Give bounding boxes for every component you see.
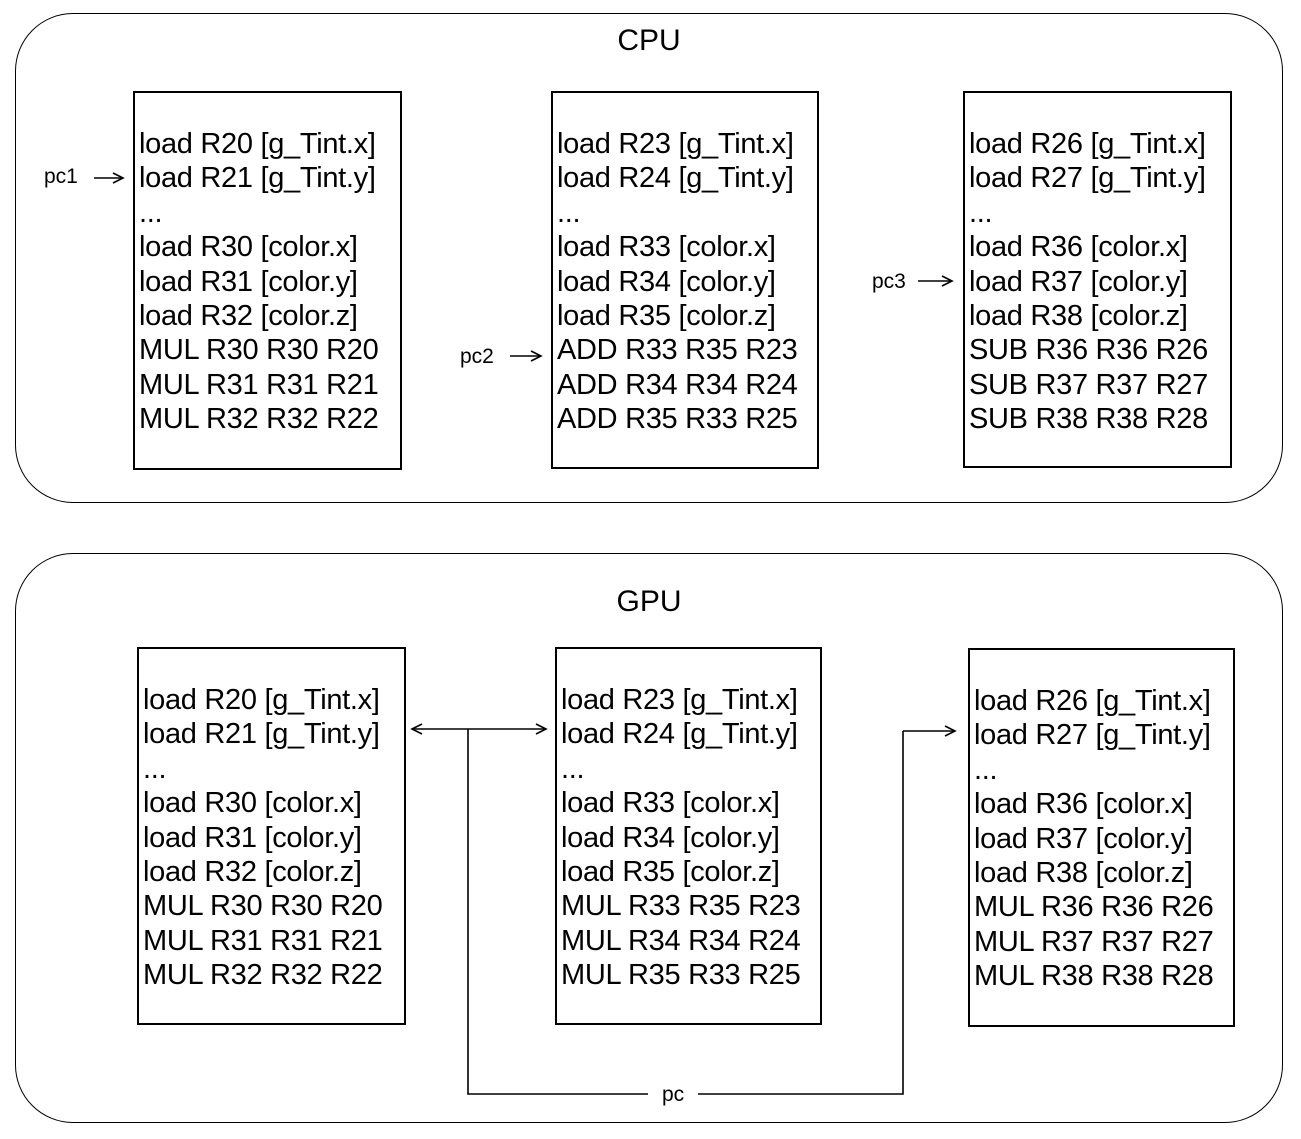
instruction-line: load R32 [color.z] — [143, 856, 362, 889]
gpu-instruction-box-1: load R20 [g_Tint.x] load R21 [g_Tint.y] … — [137, 647, 406, 1025]
instruction-line: load R31 [color.y] — [139, 265, 358, 298]
pc3-label: pc3 — [872, 270, 906, 293]
instruction-line: ADD R35 R33 R25 — [557, 403, 798, 436]
instruction-line: ... — [139, 196, 163, 229]
cpu-instruction-box-2: load R23 [g_Tint.x] load R24 [g_Tint.y] … — [551, 91, 819, 469]
instruction-line: MUL R35 R33 R25 — [561, 959, 801, 992]
instruction-line: load R24 [g_Tint.y] — [557, 162, 794, 195]
instruction-line: MUL R31 R31 R21 — [143, 924, 383, 957]
instruction-line: load R36 [color.x] — [974, 788, 1193, 821]
gpu-container — [15, 553, 1283, 1123]
instruction-line: load R33 [color.x] — [561, 787, 780, 820]
instruction-line: load R20 [g_Tint.x] — [143, 684, 380, 716]
pc2-label: pc2 — [460, 345, 494, 368]
cpu-instruction-box-1: load R20 [g_Tint.x] load R21 [g_Tint.y] … — [133, 91, 402, 470]
instruction-line: MUL R38 R38 R28 — [974, 960, 1214, 993]
instruction-line: MUL R36 R36 R26 — [974, 891, 1214, 924]
cpu-section-title: CPU — [617, 24, 681, 57]
instruction-line: ... — [969, 196, 993, 229]
instruction-line: load R30 [color.x] — [143, 787, 362, 820]
instruction-line: ... — [974, 753, 998, 786]
instruction-line: load R34 [color.y] — [561, 821, 780, 854]
instruction-line: load R37 [color.y] — [969, 265, 1188, 298]
instruction-line: SUB R36 R36 R26 — [969, 334, 1208, 367]
instruction-line: SUB R38 R38 R28 — [969, 403, 1208, 436]
instruction-line: ... — [143, 752, 167, 785]
instruction-line: MUL R34 R34 R24 — [561, 924, 801, 957]
instruction-line: ADD R34 R34 R24 — [557, 368, 798, 401]
instruction-line: load R24 [g_Tint.y] — [561, 718, 798, 751]
gpu-instruction-box-3: load R26 [g_Tint.x] load R27 [g_Tint.y] … — [968, 648, 1235, 1027]
instruction-line: load R27 [g_Tint.y] — [974, 719, 1211, 752]
instruction-line: ... — [561, 752, 585, 785]
instruction-line: ADD R33 R35 R23 — [557, 334, 798, 367]
gpu-section-title: GPU — [616, 585, 682, 618]
instruction-line: load R21 [g_Tint.y] — [139, 162, 376, 195]
instruction-line: load R26 [g_Tint.x] — [974, 685, 1211, 717]
cpu-instruction-box-3: load R26 [g_Tint.x] load R27 [g_Tint.y] … — [963, 91, 1232, 468]
instruction-line: load R31 [color.y] — [143, 821, 362, 854]
instruction-line: MUL R30 R30 R20 — [139, 334, 379, 367]
instruction-line: MUL R31 R31 R21 — [139, 368, 379, 401]
instruction-line: load R23 [g_Tint.x] — [561, 684, 798, 716]
instruction-line: load R33 [color.x] — [557, 231, 776, 264]
instruction-line: load R35 [color.z] — [561, 856, 780, 889]
instruction-line: load R21 [g_Tint.y] — [143, 718, 380, 751]
instruction-line: load R23 [g_Tint.x] — [557, 128, 794, 160]
instruction-line: load R35 [color.z] — [557, 300, 776, 333]
cpu-container — [15, 13, 1283, 503]
instruction-line: MUL R33 R35 R23 — [561, 890, 801, 923]
gpu-instruction-box-2: load R23 [g_Tint.x] load R24 [g_Tint.y] … — [555, 647, 822, 1025]
instruction-line: load R27 [g_Tint.y] — [969, 162, 1206, 195]
instruction-line: MUL R32 R32 R22 — [139, 403, 379, 436]
instruction-line: SUB R37 R37 R27 — [969, 368, 1208, 401]
instruction-line: load R38 [color.z] — [969, 300, 1188, 333]
instruction-line: load R26 [g_Tint.x] — [969, 128, 1206, 160]
gpu-pc-label: pc — [648, 1084, 699, 1106]
instruction-line: load R32 [color.z] — [139, 300, 358, 333]
instruction-line: load R34 [color.y] — [557, 265, 776, 298]
instruction-line: MUL R37 R37 R27 — [974, 925, 1214, 958]
instruction-line: MUL R32 R32 R22 — [143, 959, 383, 992]
instruction-line: MUL R30 R30 R20 — [143, 890, 383, 923]
instruction-line: load R38 [color.z] — [974, 857, 1193, 890]
instruction-line: load R30 [color.x] — [139, 231, 358, 264]
instruction-line: load R37 [color.y] — [974, 822, 1193, 855]
instruction-line: load R20 [g_Tint.x] — [139, 128, 376, 160]
pc1-label: pc1 — [44, 165, 78, 188]
instruction-line: load R36 [color.x] — [969, 231, 1188, 264]
instruction-line: ... — [557, 196, 581, 229]
